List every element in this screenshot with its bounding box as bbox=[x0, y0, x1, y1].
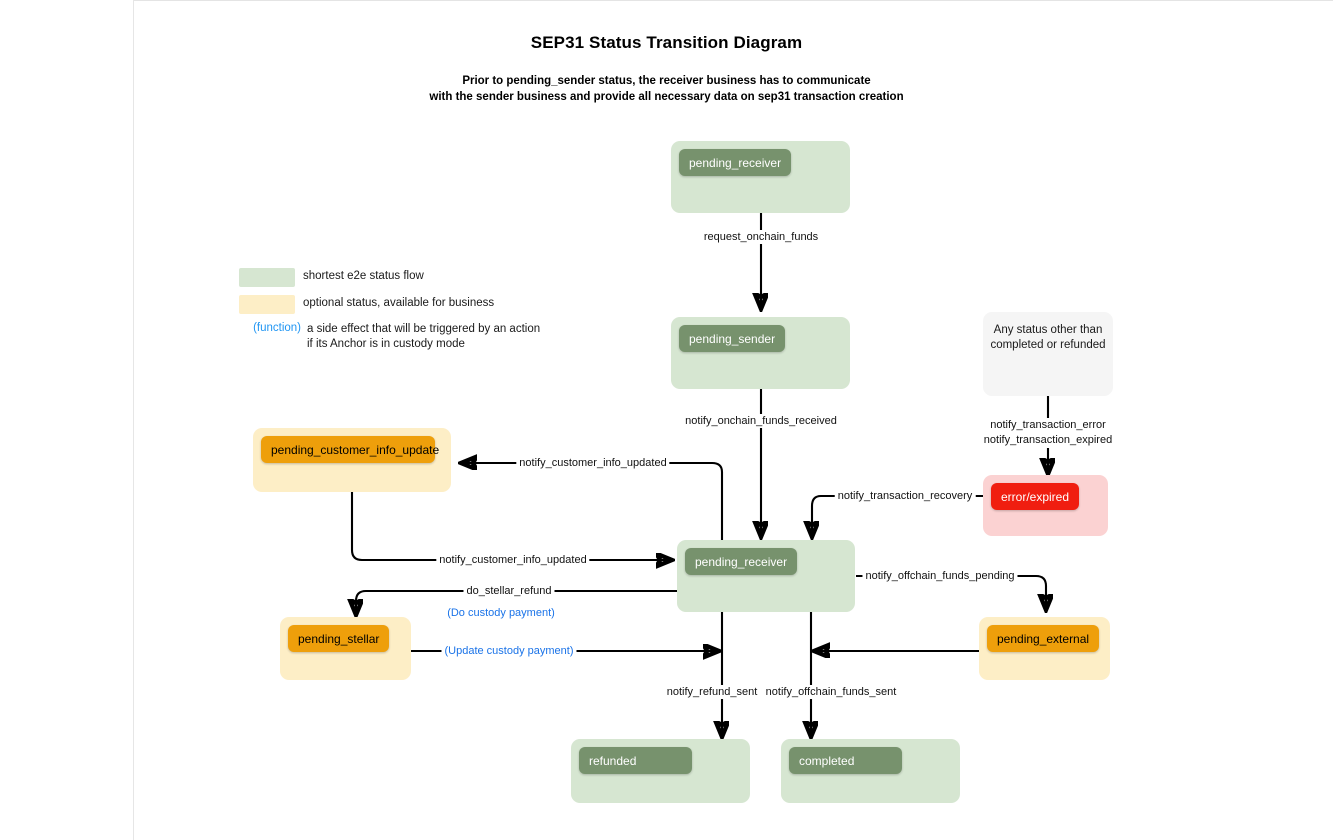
edge-notify-transaction-recovery bbox=[812, 494, 986, 536]
edge-do-stellar-refund bbox=[356, 589, 677, 614]
edge-label-do-custody-payment: (Do custody payment) bbox=[444, 606, 558, 620]
node-label-any-status-line-2: completed or refunded bbox=[990, 339, 1106, 351]
legend-label-optional-status: optional status, available for business bbox=[303, 297, 495, 309]
edge-label-notify-offchain-funds-sent: notify_offchain_funds_sent bbox=[762, 685, 900, 699]
legend: shortest e2e status flow optional status… bbox=[239, 268, 569, 356]
edge-label-do-stellar-refund: do_stellar_refund bbox=[463, 584, 555, 598]
page-title: SEP31 Status Transition Diagram bbox=[530, 33, 803, 52]
node-any-status-other[interactable]: Any status other than completed or refun… bbox=[983, 312, 1113, 396]
edge-notify-customer-info-updated-bottom bbox=[350, 492, 671, 560]
edge-label-notify-onchain-funds-received: notify_onchain_funds_received bbox=[682, 414, 840, 428]
node-pending-sender[interactable]: pending_sender bbox=[671, 317, 850, 389]
legend-function-marker: (function) bbox=[253, 322, 301, 334]
legend-swatch-green bbox=[239, 268, 295, 287]
subtitle-line-2: with the sender business and provide all… bbox=[429, 90, 904, 103]
legend-row-function: (function) a side effect that will be tr… bbox=[239, 322, 569, 356]
node-label-any-status-other: Any status other than completed or refun… bbox=[983, 323, 1113, 353]
edge-label-notify-customer-info-updated-bottom: notify_customer_info_updated bbox=[436, 553, 590, 567]
node-pending-external[interactable]: pending_external bbox=[979, 617, 1110, 680]
edge-notify-offchain-funds-pending bbox=[856, 574, 1046, 609]
node-label-pending-receiver-top: pending_receiver bbox=[679, 149, 792, 176]
legend-row-shortest-flow: shortest e2e status flow bbox=[239, 268, 569, 295]
edge-label-notify-customer-info-updated-top: notify_customer_info_updated bbox=[516, 456, 670, 470]
node-label-refunded: refunded bbox=[579, 747, 692, 774]
node-pending-stellar[interactable]: pending_stellar bbox=[280, 617, 411, 680]
node-label-pending-sender: pending_sender bbox=[679, 325, 786, 352]
edge-label-notify-transaction-error-expired: notify_transaction_error notify_transact… bbox=[980, 418, 1116, 448]
node-pending-receiver-mid[interactable]: pending_receiver bbox=[677, 540, 855, 612]
node-label-any-status-line-1: Any status other than bbox=[993, 324, 1103, 336]
legend-function-line-1: a side effect that will be triggered by … bbox=[307, 323, 541, 335]
edge-label-update-custody-payment: (Update custody payment) bbox=[441, 644, 577, 658]
edge-notify-customer-info-updated-top bbox=[462, 463, 724, 540]
node-label-pending-receiver-mid: pending_receiver bbox=[685, 548, 798, 575]
node-label-pending-external: pending_external bbox=[987, 625, 1100, 652]
node-pending-receiver-top[interactable]: pending_receiver bbox=[671, 141, 850, 213]
node-error-expired[interactable]: error/expired bbox=[983, 475, 1108, 536]
node-label-pending-customer-info-update: pending_customer_info_update bbox=[261, 436, 439, 463]
node-label-completed: completed bbox=[789, 747, 902, 774]
subtitle-line-1: Prior to pending_sender status, the rece… bbox=[462, 75, 871, 87]
edge-label-request-onchain-funds: request_onchain_funds bbox=[700, 230, 822, 244]
node-refunded[interactable]: refunded bbox=[571, 739, 750, 803]
legend-label-shortest-flow: shortest e2e status flow bbox=[303, 270, 424, 282]
node-pending-customer-info-update[interactable]: pending_customer_info_update bbox=[253, 428, 451, 492]
page-frame-left-border bbox=[133, 0, 134, 840]
legend-swatch-amber bbox=[239, 295, 295, 314]
edge-label-notify-refund-sent: notify_refund_sent bbox=[663, 685, 761, 699]
legend-row-optional-status: optional status, available for business bbox=[239, 295, 569, 322]
edge-label-notify-offchain-funds-pending: notify_offchain_funds_pending bbox=[862, 569, 1018, 583]
edge-label-notify-transaction-expired: notify_transaction_expired bbox=[983, 434, 1113, 446]
node-completed[interactable]: completed bbox=[781, 739, 960, 803]
page-frame-top-border bbox=[133, 0, 1333, 1]
page-subtitle: Prior to pending_sender status, the rece… bbox=[0, 74, 1333, 105]
edge-label-notify-transaction-error: notify_transaction_error bbox=[990, 419, 1106, 431]
node-label-error-expired: error/expired bbox=[991, 483, 1080, 510]
legend-label-function: a side effect that will be triggered by … bbox=[307, 322, 540, 352]
legend-function-line-2: if its Anchor is in custody mode bbox=[307, 338, 465, 350]
edge-label-notify-transaction-recovery: notify_transaction_recovery bbox=[834, 489, 976, 503]
node-label-pending-stellar: pending_stellar bbox=[288, 625, 390, 652]
